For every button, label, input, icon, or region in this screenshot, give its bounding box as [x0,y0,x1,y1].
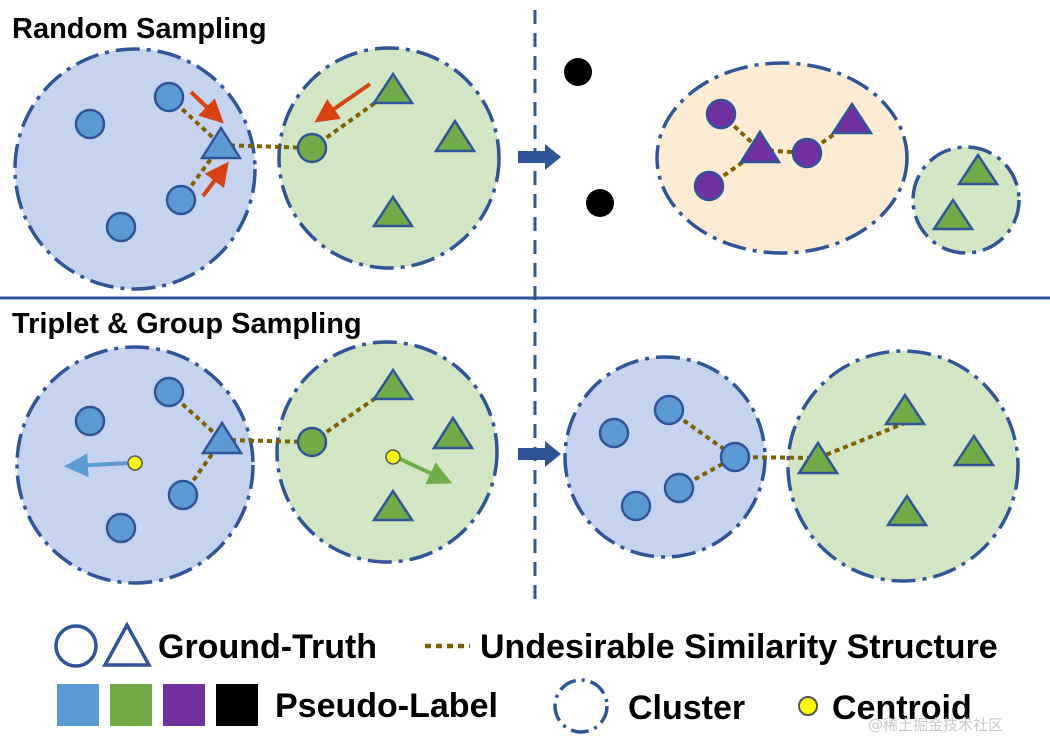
cluster-green-small [911,145,1021,255]
green-triangle-nodes-bottom [371,367,475,522]
blue-triangle-node [199,125,243,160]
centroid-green [385,449,401,465]
centroid-blue [127,455,143,471]
legend-blue-square-icon [57,684,99,726]
cluster-blue-left [13,47,257,291]
purple-circle-nodes [693,98,823,202]
cluster-orange [655,61,909,255]
triplet-group-sampling-row [15,340,1020,585]
green-circle-node-bottom [296,426,328,458]
transition-arrow-top [518,144,561,170]
green-centroid-arrow [397,456,453,485]
legend-ground-truth-label: Ground-Truth [158,628,377,666]
blue-centroid-arrow [64,453,131,478]
legend-ground-truth-triangle-icon [102,621,152,667]
legend-black-square-icon [216,684,258,726]
legend-centroid-label: Centroid [832,689,972,727]
green-triangle-nodes-small [931,152,1000,231]
section-title-triplet-group-sampling: Triplet & Group Sampling [12,308,362,340]
blue-circle-nodes [74,81,197,243]
green-circle-node [296,132,328,164]
legend-cluster-label: Cluster [628,689,745,727]
legend-centroid-icon [798,696,818,716]
green-triangle-nodes [371,71,477,228]
cluster-green-left-bottom [275,340,499,564]
watermark-text: @稀土掘金技术社区 [868,716,1003,734]
legend-purple-square-icon [163,684,205,726]
legend-pseudo-label-label: Pseudo-Label [275,687,498,725]
blue-circle-nodes-result [598,394,751,522]
blue-circle-nodes-bottom [74,376,199,544]
legend-ground-truth-circle-icon [54,624,98,668]
blue-triangle-node-bottom [200,420,244,455]
section-title-random-sampling: Random Sampling [12,13,267,45]
legend-undesirable-label: Undesirable Similarity Structure [480,628,998,666]
cluster-green-right-bottom [786,349,1020,583]
legend-cluster-icon [553,678,609,734]
attraction-arrows [189,82,372,198]
noise-points [564,58,614,217]
legend-green-square-icon [110,684,152,726]
random-sampling-row [13,46,1021,291]
legend: Ground-Truth Undesirable Similarity Stru… [54,621,998,734]
purple-triangle-nodes [738,101,874,164]
transition-arrow-bottom [518,441,561,467]
green-triangle-nodes-result [796,392,996,527]
